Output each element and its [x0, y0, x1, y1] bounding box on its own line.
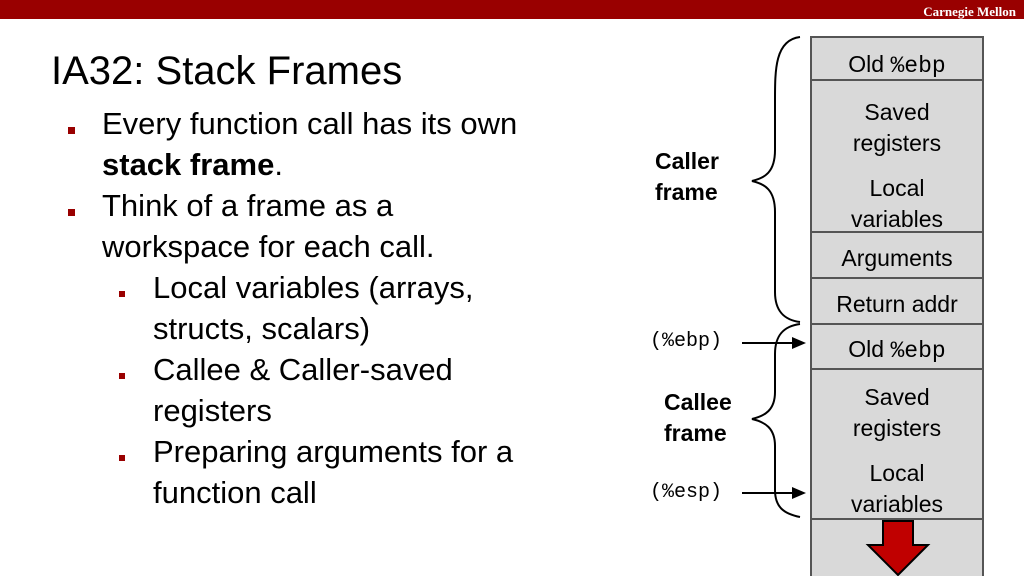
bullet-1-line-1: Every function call has its own	[102, 106, 518, 141]
bullet-2-line-2: workspace for each call.	[102, 229, 435, 264]
bullet-marker	[68, 127, 75, 134]
stack-cell-return-addr: Return addr	[812, 279, 982, 325]
cell-line: variables	[850, 491, 944, 517]
ebp-pointer-label: (%ebp)	[650, 330, 723, 353]
stack-cell-arguments: Arguments	[812, 233, 982, 279]
callee-line-2: frame	[664, 420, 727, 446]
stack-cell-old-ebp-bottom: Old %ebp	[812, 325, 982, 370]
subbullet-2-line-2: registers	[153, 393, 272, 428]
stack-cell-saved-registers-bottom: Saved registers Local variables	[812, 370, 982, 520]
caller-frame-label: Caller frame	[655, 146, 719, 208]
caller-line-2: frame	[655, 179, 718, 205]
subbullet-3-line-2: function call	[153, 475, 317, 510]
cell-line: Saved	[864, 384, 930, 410]
subbullet-2-line-1: Callee & Caller-saved	[153, 352, 453, 387]
ebp-register: %ebp	[890, 53, 946, 79]
cell-line: Local	[869, 460, 925, 486]
top-banner: Carnegie Mellon	[0, 0, 1024, 19]
esp-arrowhead	[792, 487, 806, 499]
callee-line-1: Callee	[664, 389, 732, 415]
subbullet-3-line-1: Preparing arguments for a	[153, 434, 514, 469]
cell-line: variables	[850, 206, 944, 232]
bullet-1-line-2: stack frame.	[102, 144, 283, 185]
esp-pointer-label: (%esp)	[650, 481, 723, 504]
callee-frame-label: Callee frame	[664, 387, 732, 449]
stack-cell-old-ebp-top: Old %ebp	[812, 38, 982, 81]
cell-line: Local	[869, 175, 925, 201]
cell-line: Saved	[864, 99, 930, 125]
caller-line-1: Caller	[655, 148, 719, 174]
slide-title: IA32: Stack Frames	[51, 49, 403, 93]
cell-line: registers	[852, 130, 942, 156]
ebp-register: %ebp	[890, 338, 946, 364]
subbullet-1-line-1: Local variables (arrays,	[153, 270, 474, 305]
callee-frame-brace	[751, 323, 801, 518]
brand-label: Carnegie Mellon	[923, 4, 1016, 19]
stack-diagram: Old %ebp Saved registers Local variables…	[810, 36, 984, 576]
stack-growth-arrow-icon	[865, 520, 931, 576]
old-word: Old	[848, 336, 885, 362]
cell-line: registers	[852, 415, 942, 441]
bullet-1-post: .	[274, 147, 283, 182]
bullet-1-bold: stack frame	[102, 147, 275, 182]
caller-frame-brace	[751, 36, 801, 323]
stack-cell-saved-registers-top: Saved registers Local variables	[812, 81, 982, 233]
subbullet-marker	[119, 455, 125, 461]
old-word: Old	[848, 51, 885, 77]
subbullet-marker	[119, 373, 125, 379]
ebp-arrowhead	[792, 337, 806, 349]
subbullet-1-line-2: structs, scalars)	[153, 311, 371, 346]
subbullet-marker	[119, 291, 125, 297]
bullet-2-line-1: Think of a frame as a	[102, 188, 394, 223]
bullet-marker	[68, 209, 75, 216]
